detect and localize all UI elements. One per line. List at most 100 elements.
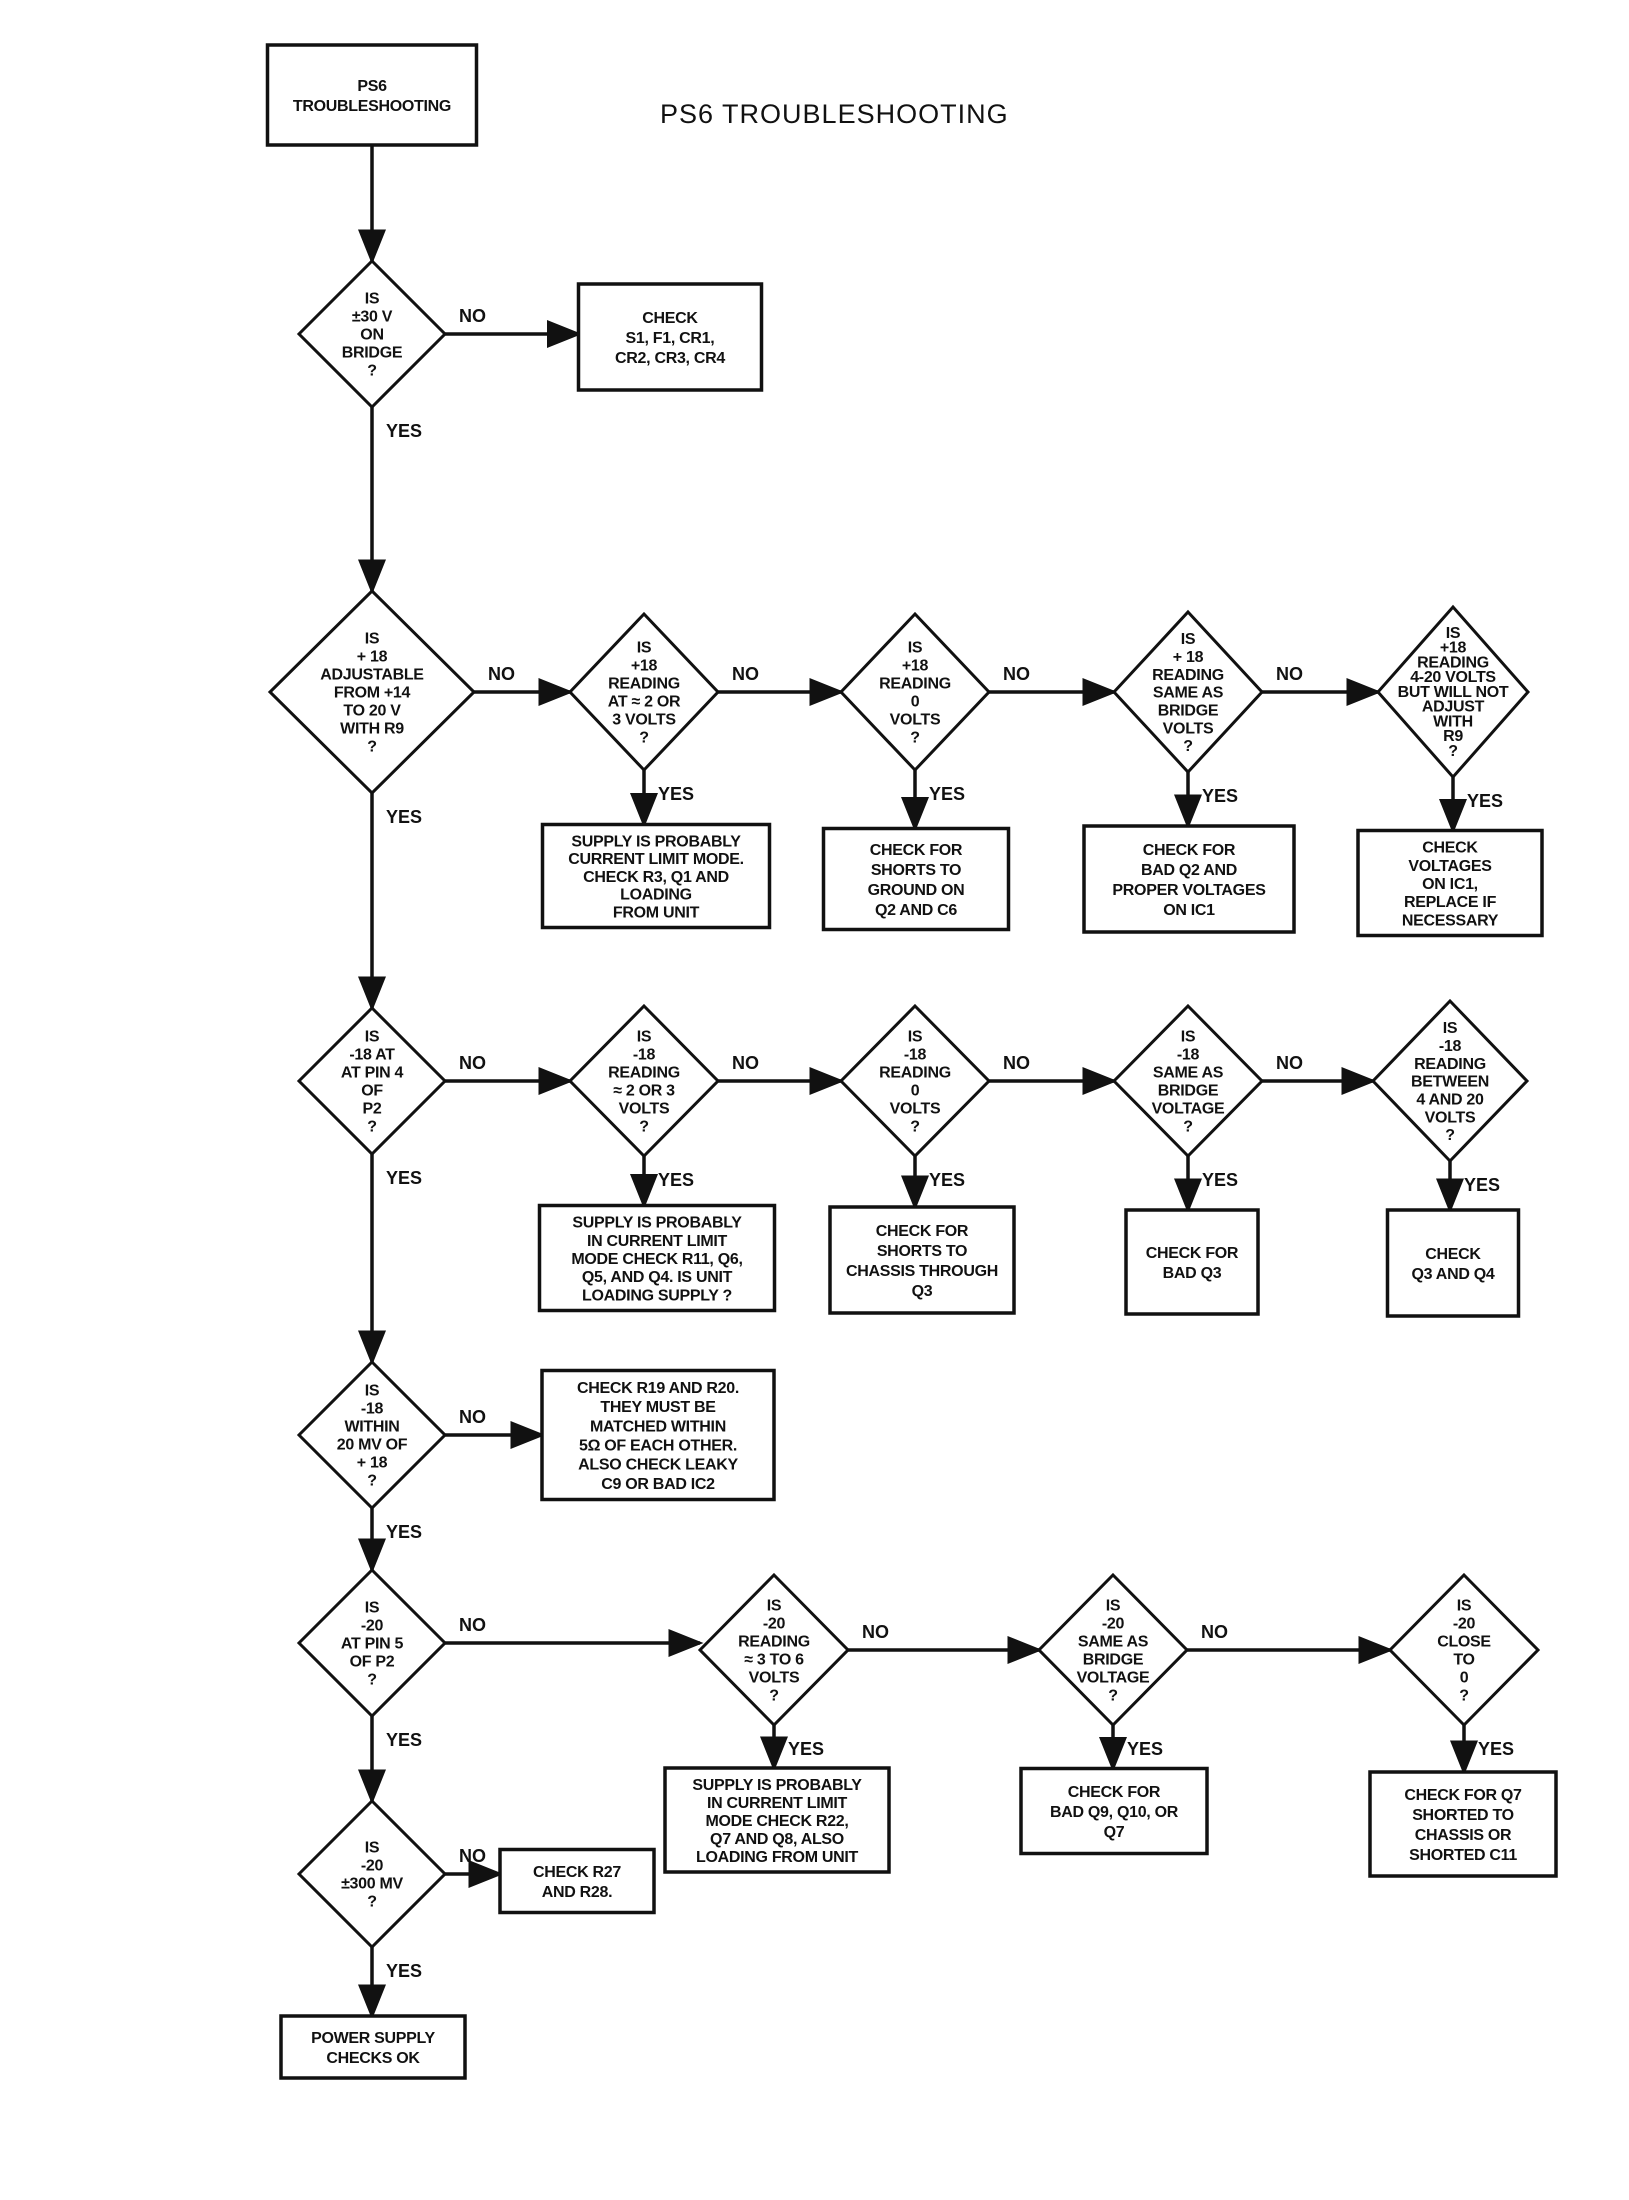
connector-d3a-b3a: YES	[630, 1156, 694, 1209]
node-text-line: IS	[908, 1029, 923, 1046]
edge-label-yes: YES	[1467, 791, 1503, 811]
node-text-line: BAD Q9, Q10, OR	[1050, 1804, 1179, 1821]
node-text-line: ?	[367, 1119, 376, 1136]
edge-label-yes: YES	[386, 1730, 422, 1750]
connector-d2-d2a: NO	[474, 664, 574, 706]
node-text-line: ?	[910, 730, 919, 747]
node-text-line: IS	[365, 1029, 380, 1046]
node-text-line: -18 AT	[349, 1047, 395, 1064]
node-text-line: SAME AS	[1153, 685, 1224, 702]
connector-d5b-d5c: NO	[1187, 1622, 1394, 1664]
node-text-line: CHECK R3, Q1 AND	[583, 869, 729, 886]
node-text-line: MODE CHECK R22,	[705, 1813, 848, 1830]
node-text-line: AT PIN 5	[341, 1636, 404, 1653]
node-text-line: GROUND ON	[868, 882, 965, 899]
node-text-line: VOLTAGE	[1152, 1101, 1225, 1118]
decision-diamond	[1036, 1572, 1190, 1728]
connector-d5-d6: YES	[358, 1716, 422, 1805]
decision-diamond	[296, 1798, 448, 1950]
node-text-line: CHECK FOR	[1143, 842, 1236, 859]
node-text-line: SUPPLY IS PROBABLY	[571, 833, 741, 850]
node-text-line: READING	[738, 1634, 810, 1651]
connector-d2d-b2d: YES	[1439, 777, 1503, 834]
node-text-line: -20	[763, 1616, 786, 1633]
node-text-line: -18	[1439, 1038, 1462, 1055]
node-text-line: IS	[365, 1383, 380, 1400]
process-box	[265, 43, 479, 147]
node-text-line: -20	[361, 1858, 384, 1875]
process-box	[279, 2014, 467, 2080]
node-text-line: ?	[1445, 1127, 1454, 1144]
connector-d2a-d2b: NO	[718, 664, 845, 706]
node-text-line: 3 VOLTS	[612, 712, 676, 729]
edge-label-yes: YES	[386, 807, 422, 827]
node-text-line: ≈ 2 OR 3	[613, 1083, 675, 1100]
node-text-line: VOLTAGES	[1408, 858, 1492, 875]
decision-diamond	[697, 1572, 851, 1728]
decision-diamond	[267, 588, 477, 796]
node-text-line: 0	[1460, 1670, 1469, 1687]
decision-diamond	[1111, 609, 1265, 775]
node-text-line: ON IC1	[1163, 902, 1215, 919]
edge-label-no: NO	[732, 664, 759, 684]
node-text-line: 4-20 VOLTS	[1410, 669, 1496, 686]
node-text-line: ?	[367, 739, 376, 756]
connector-d3-d3a: NO	[445, 1053, 574, 1095]
connector-d3a-d3b: NO	[718, 1053, 845, 1095]
node-text-line: -20	[1453, 1616, 1476, 1633]
node-text-line: AT ≈ 2 OR	[608, 694, 681, 711]
node-text-line: REPLACE IF	[1404, 894, 1497, 911]
node-text-line: READING	[1152, 667, 1224, 684]
process-box	[821, 826, 1011, 932]
node-text-line: READING	[608, 1065, 680, 1082]
node-text-line: Q3	[912, 1283, 933, 1300]
edge-label-no: NO	[1003, 1053, 1030, 1073]
node-text-line: ADJUSTABLE	[320, 667, 424, 684]
node-text-line: CHECK FOR	[1068, 1784, 1161, 1801]
connector-d5-d5a: NO	[445, 1615, 704, 1657]
node-text-line: VOLTS	[890, 712, 941, 729]
decision-diamond	[1370, 998, 1530, 1164]
node-text-line: READING	[879, 676, 951, 693]
node-text-line: Q3 AND Q4	[1412, 1266, 1495, 1283]
node-text-line: ON	[360, 327, 383, 344]
node-text-line: OF P2	[350, 1654, 395, 1671]
connector-d2b-b2b: YES	[901, 770, 965, 832]
decision-diamond	[296, 258, 448, 410]
node-text-line: 4 AND 20	[1416, 1091, 1484, 1108]
connector-d3d-b3d: YES	[1436, 1161, 1500, 1214]
node-text-line: READING	[1414, 1056, 1486, 1073]
process-box	[540, 1368, 776, 1502]
edge-label-no: NO	[459, 1053, 486, 1073]
node-text-line: -18	[904, 1047, 927, 1064]
node-text-line: CHECK R19 AND R20.	[577, 1380, 739, 1397]
decision-diamond	[296, 1567, 448, 1719]
edge-label-yes: YES	[658, 784, 694, 804]
node-text-line: 20 MV OF	[337, 1437, 408, 1454]
node-text-line: CHECK FOR	[1146, 1245, 1239, 1262]
connector-d3b-d3c: NO	[989, 1053, 1118, 1095]
node-text-line: LOADING FROM UNIT	[696, 1849, 859, 1866]
node-text-line: C9 OR BAD IC2	[601, 1476, 715, 1493]
connector-d5a-d5b: NO	[848, 1622, 1043, 1664]
edge-label-yes: YES	[658, 1170, 694, 1190]
node-text-line: 0	[911, 1083, 920, 1100]
node-text-line: ±300 MV	[341, 1876, 403, 1893]
node-text-line: VOLTS	[1163, 720, 1214, 737]
node-text-line: SHORTED TO	[1412, 1807, 1514, 1824]
decision-diamond	[1387, 1572, 1541, 1728]
edge-label-yes: YES	[1202, 786, 1238, 806]
